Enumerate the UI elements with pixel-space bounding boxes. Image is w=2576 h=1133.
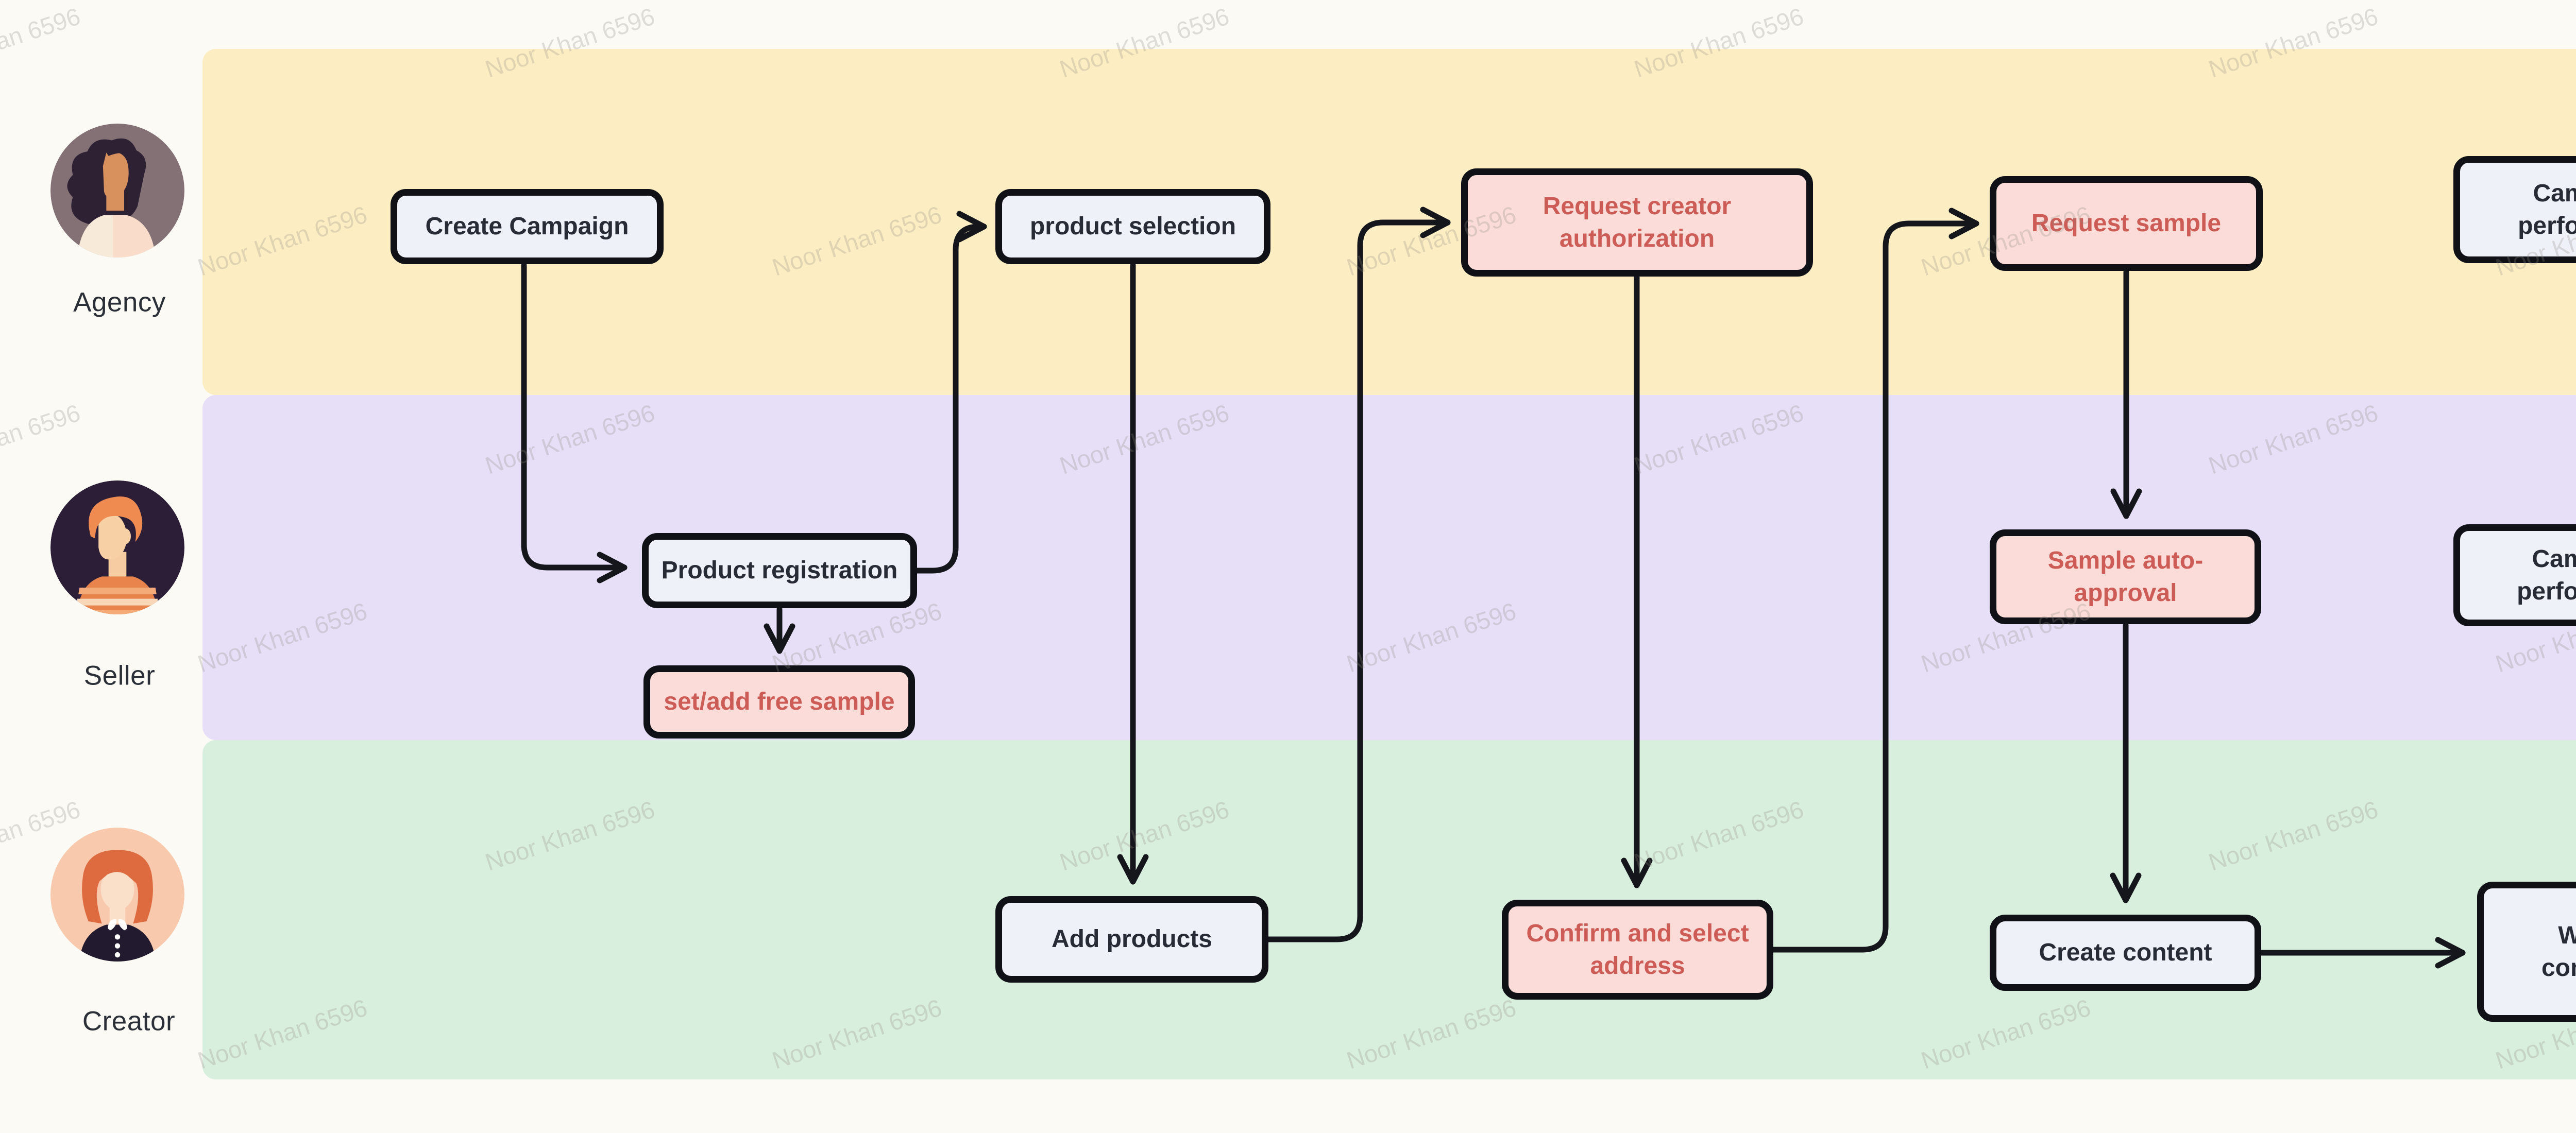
node-campaign-performance-seller[interactable]: Campaign performance bbox=[2453, 524, 2576, 626]
node-request-sample[interactable]: Request sample bbox=[1990, 176, 2263, 271]
node-label: Product registration bbox=[661, 557, 898, 585]
node-label: product selection bbox=[1029, 213, 1236, 241]
node-label: Request creator authorization bbox=[1543, 192, 1732, 252]
lane-label-seller: Seller bbox=[83, 660, 156, 691]
node-label: Add products bbox=[1052, 925, 1212, 953]
node-withdraw-commission[interactable]: Withdraw commission bbox=[2477, 882, 2576, 1022]
node-label: Campaign performance bbox=[2518, 179, 2576, 239]
node-set-add-free-sample[interactable]: set/add free sample bbox=[643, 665, 915, 739]
node-product-registration[interactable]: Product registration bbox=[642, 533, 917, 608]
node-label: Campaign performance bbox=[2517, 545, 2576, 605]
agency-avatar-illustration bbox=[50, 124, 184, 258]
node-create-content[interactable]: Create content bbox=[1990, 915, 2261, 991]
node-sample-auto-approval[interactable]: Sample auto- approval bbox=[1990, 529, 2261, 624]
node-confirm-and-select-address[interactable]: Confirm and select address bbox=[1502, 900, 1773, 1000]
seller-avatar-illustration bbox=[50, 480, 184, 614]
node-label: set/add free sample bbox=[664, 688, 895, 716]
node-label: Request sample bbox=[2031, 210, 2222, 237]
node-add-products[interactable]: Add products bbox=[995, 896, 1268, 983]
watermark-tile: Noor Khan 6596 bbox=[0, 399, 84, 479]
node-request-creator-authorization[interactable]: Request creator authorization bbox=[1461, 168, 1813, 277]
node-create-campaign[interactable]: Create Campaign bbox=[391, 189, 664, 264]
node-label: Create Campaign bbox=[425, 213, 629, 241]
lane-band-creator bbox=[202, 740, 2576, 1079]
creator-avatar-illustration bbox=[50, 828, 184, 962]
watermark-tile: Noor Khan 6596 bbox=[0, 2, 84, 82]
seller-avatar bbox=[50, 480, 184, 614]
node-campaign-performance-agency[interactable]: Campaign performance bbox=[2453, 156, 2576, 263]
creator-avatar bbox=[50, 828, 184, 962]
node-label: Confirm and select address bbox=[1526, 919, 1749, 980]
node-label: Create content bbox=[2039, 939, 2212, 967]
lane-label-agency: Agency bbox=[73, 287, 166, 318]
lane-label-creator: Creator bbox=[82, 1006, 176, 1037]
agency-avatar bbox=[50, 124, 184, 258]
node-label: Withdraw commission bbox=[2541, 921, 2576, 982]
node-label: Sample auto- approval bbox=[2047, 546, 2204, 607]
node-product-selection[interactable]: product selection bbox=[995, 189, 1270, 264]
